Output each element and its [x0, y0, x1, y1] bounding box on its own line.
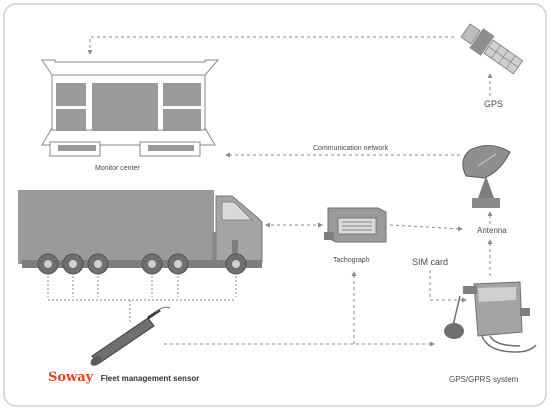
- monitor-center-text: Monitor center: [95, 165, 140, 172]
- satellite-dish-icon: [462, 145, 511, 208]
- brand-caption: Soway Fleet management sensor: [48, 368, 199, 386]
- monitor-wall-icon: [41, 59, 220, 157]
- truck-icon: [18, 190, 263, 275]
- satellite-icon: [460, 23, 524, 75]
- brand-name: Soway: [48, 370, 94, 385]
- outer-frame: [3, 3, 547, 407]
- connection-lines: [87, 36, 493, 347]
- gps-label: GPS: [484, 99, 504, 109]
- sim-card-label: SIM card: [412, 257, 449, 267]
- fuel-sensor-icon: [90, 306, 171, 366]
- communication-network-label: Communication network: [313, 145, 389, 152]
- brand-tagline: Fleet management sensor: [100, 374, 200, 383]
- tachograph-label: Tachograph: [333, 257, 370, 264]
- gps-terminal-icon: [444, 281, 537, 353]
- tachograph-icon: [324, 207, 387, 243]
- antenna-label: Antenna: [477, 226, 507, 235]
- gps-gprs-system-label: GPS/GPRS system: [449, 375, 519, 384]
- sensor-bus-lines: [47, 276, 237, 322]
